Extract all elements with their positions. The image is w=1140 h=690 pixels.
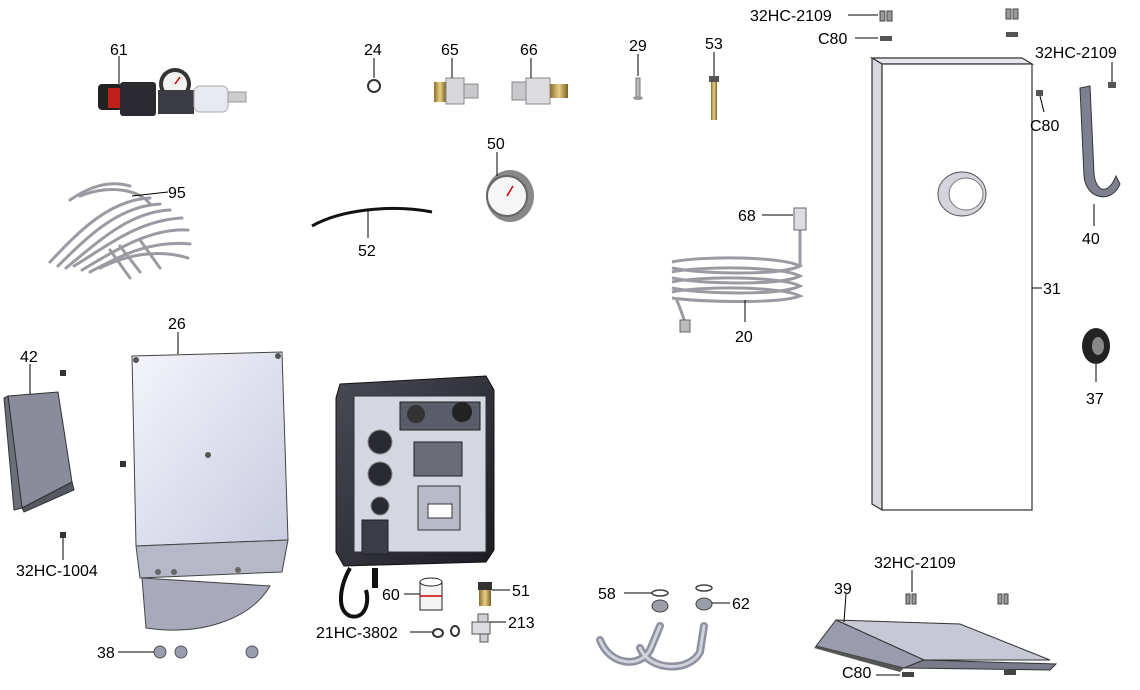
- label-95: 95: [168, 185, 186, 202]
- label-62: 62: [732, 596, 750, 613]
- part-50-pressure-gauge: [486, 170, 534, 222]
- part-20-coiled-tube: [671, 228, 804, 327]
- part-32hc-1004-screws: [60, 370, 126, 538]
- part-42-side-box: [3, 391, 75, 513]
- label-40: 40: [1082, 231, 1100, 248]
- leader-95: [131, 191, 169, 197]
- label-58: 58: [598, 586, 616, 603]
- label-65: 65: [441, 42, 459, 59]
- part-61-filter-regulator: [98, 68, 247, 116]
- control-unit-housing: [335, 375, 495, 567]
- label-39: 39: [834, 581, 852, 598]
- label-53: 53: [705, 36, 723, 53]
- label-32hc-2109-bottom: 32HC-2109: [874, 555, 956, 572]
- label-20: 20: [735, 329, 753, 346]
- part-40-hook: [1079, 85, 1121, 198]
- part-58-washer: [651, 589, 669, 613]
- part-26-mounting-panel: [131, 351, 289, 631]
- part-u-pipe: [596, 622, 708, 671]
- part-213-elbow: [471, 613, 491, 643]
- part-c80-right-nut: [1036, 90, 1043, 96]
- label-42: 42: [20, 349, 38, 366]
- label-37: 37: [1086, 391, 1104, 408]
- part-39-bottom-tray: [814, 619, 1058, 672]
- part-37-grommet: [1082, 328, 1110, 364]
- part-52-hose: [311, 207, 433, 228]
- label-c80-bottom: C80: [842, 665, 871, 682]
- label-60: 60: [382, 587, 400, 604]
- part-66-fitting: [511, 77, 568, 105]
- part-c80-bottom-nuts: [902, 670, 1016, 677]
- label-61: 61: [110, 42, 128, 59]
- label-29: 29: [629, 38, 647, 55]
- label-31: 31: [1043, 281, 1061, 298]
- label-26: 26: [168, 316, 186, 333]
- label-68: 68: [738, 208, 756, 225]
- part-53-anchor-bolt: [709, 76, 719, 120]
- leader-39: [843, 593, 847, 623]
- part-62-cap: [695, 584, 713, 611]
- label-38: 38: [97, 645, 115, 662]
- control-unit-cable: [339, 567, 370, 619]
- part-29-screw: [633, 77, 643, 100]
- part-32hc-2109-right-screw: [1108, 82, 1116, 88]
- label-21hc-3802: 21HC-3802: [316, 625, 398, 642]
- label-24: 24: [364, 42, 382, 59]
- label-51: 51: [512, 583, 530, 600]
- label-32hc-2109-right: 32HC-2109: [1035, 45, 1117, 62]
- label-32hc-1004: 32HC-1004: [16, 563, 98, 580]
- label-66: 66: [520, 42, 538, 59]
- part-38-caps: [153, 645, 259, 659]
- part-20-end-fitting: [679, 319, 691, 333]
- control-unit-cable-plug: [372, 568, 378, 588]
- label-50: 50: [487, 136, 505, 153]
- part-65-fitting: [434, 77, 479, 105]
- part-95-tube-bundle: [48, 182, 192, 280]
- part-24-nut: [367, 79, 381, 93]
- part-60-sleeve: [419, 577, 443, 611]
- label-52: 52: [358, 243, 376, 260]
- label-32hc-2109-top: 32HC-2109: [750, 8, 832, 25]
- part-21hc-3802-washers: [432, 625, 460, 638]
- part-51-brass-fitting: [478, 582, 492, 606]
- part-32hc-2109-top-screws: [879, 8, 1019, 41]
- label-c80-top: C80: [818, 31, 847, 48]
- part-31-door-panel: [869, 56, 1035, 512]
- part-68-connector: [793, 207, 807, 231]
- label-213: 213: [508, 615, 535, 632]
- leader-c80-right: [1039, 95, 1045, 113]
- label-c80-right: C80: [1030, 118, 1059, 135]
- part-32hc-2109-bottom-screws: [905, 593, 1009, 605]
